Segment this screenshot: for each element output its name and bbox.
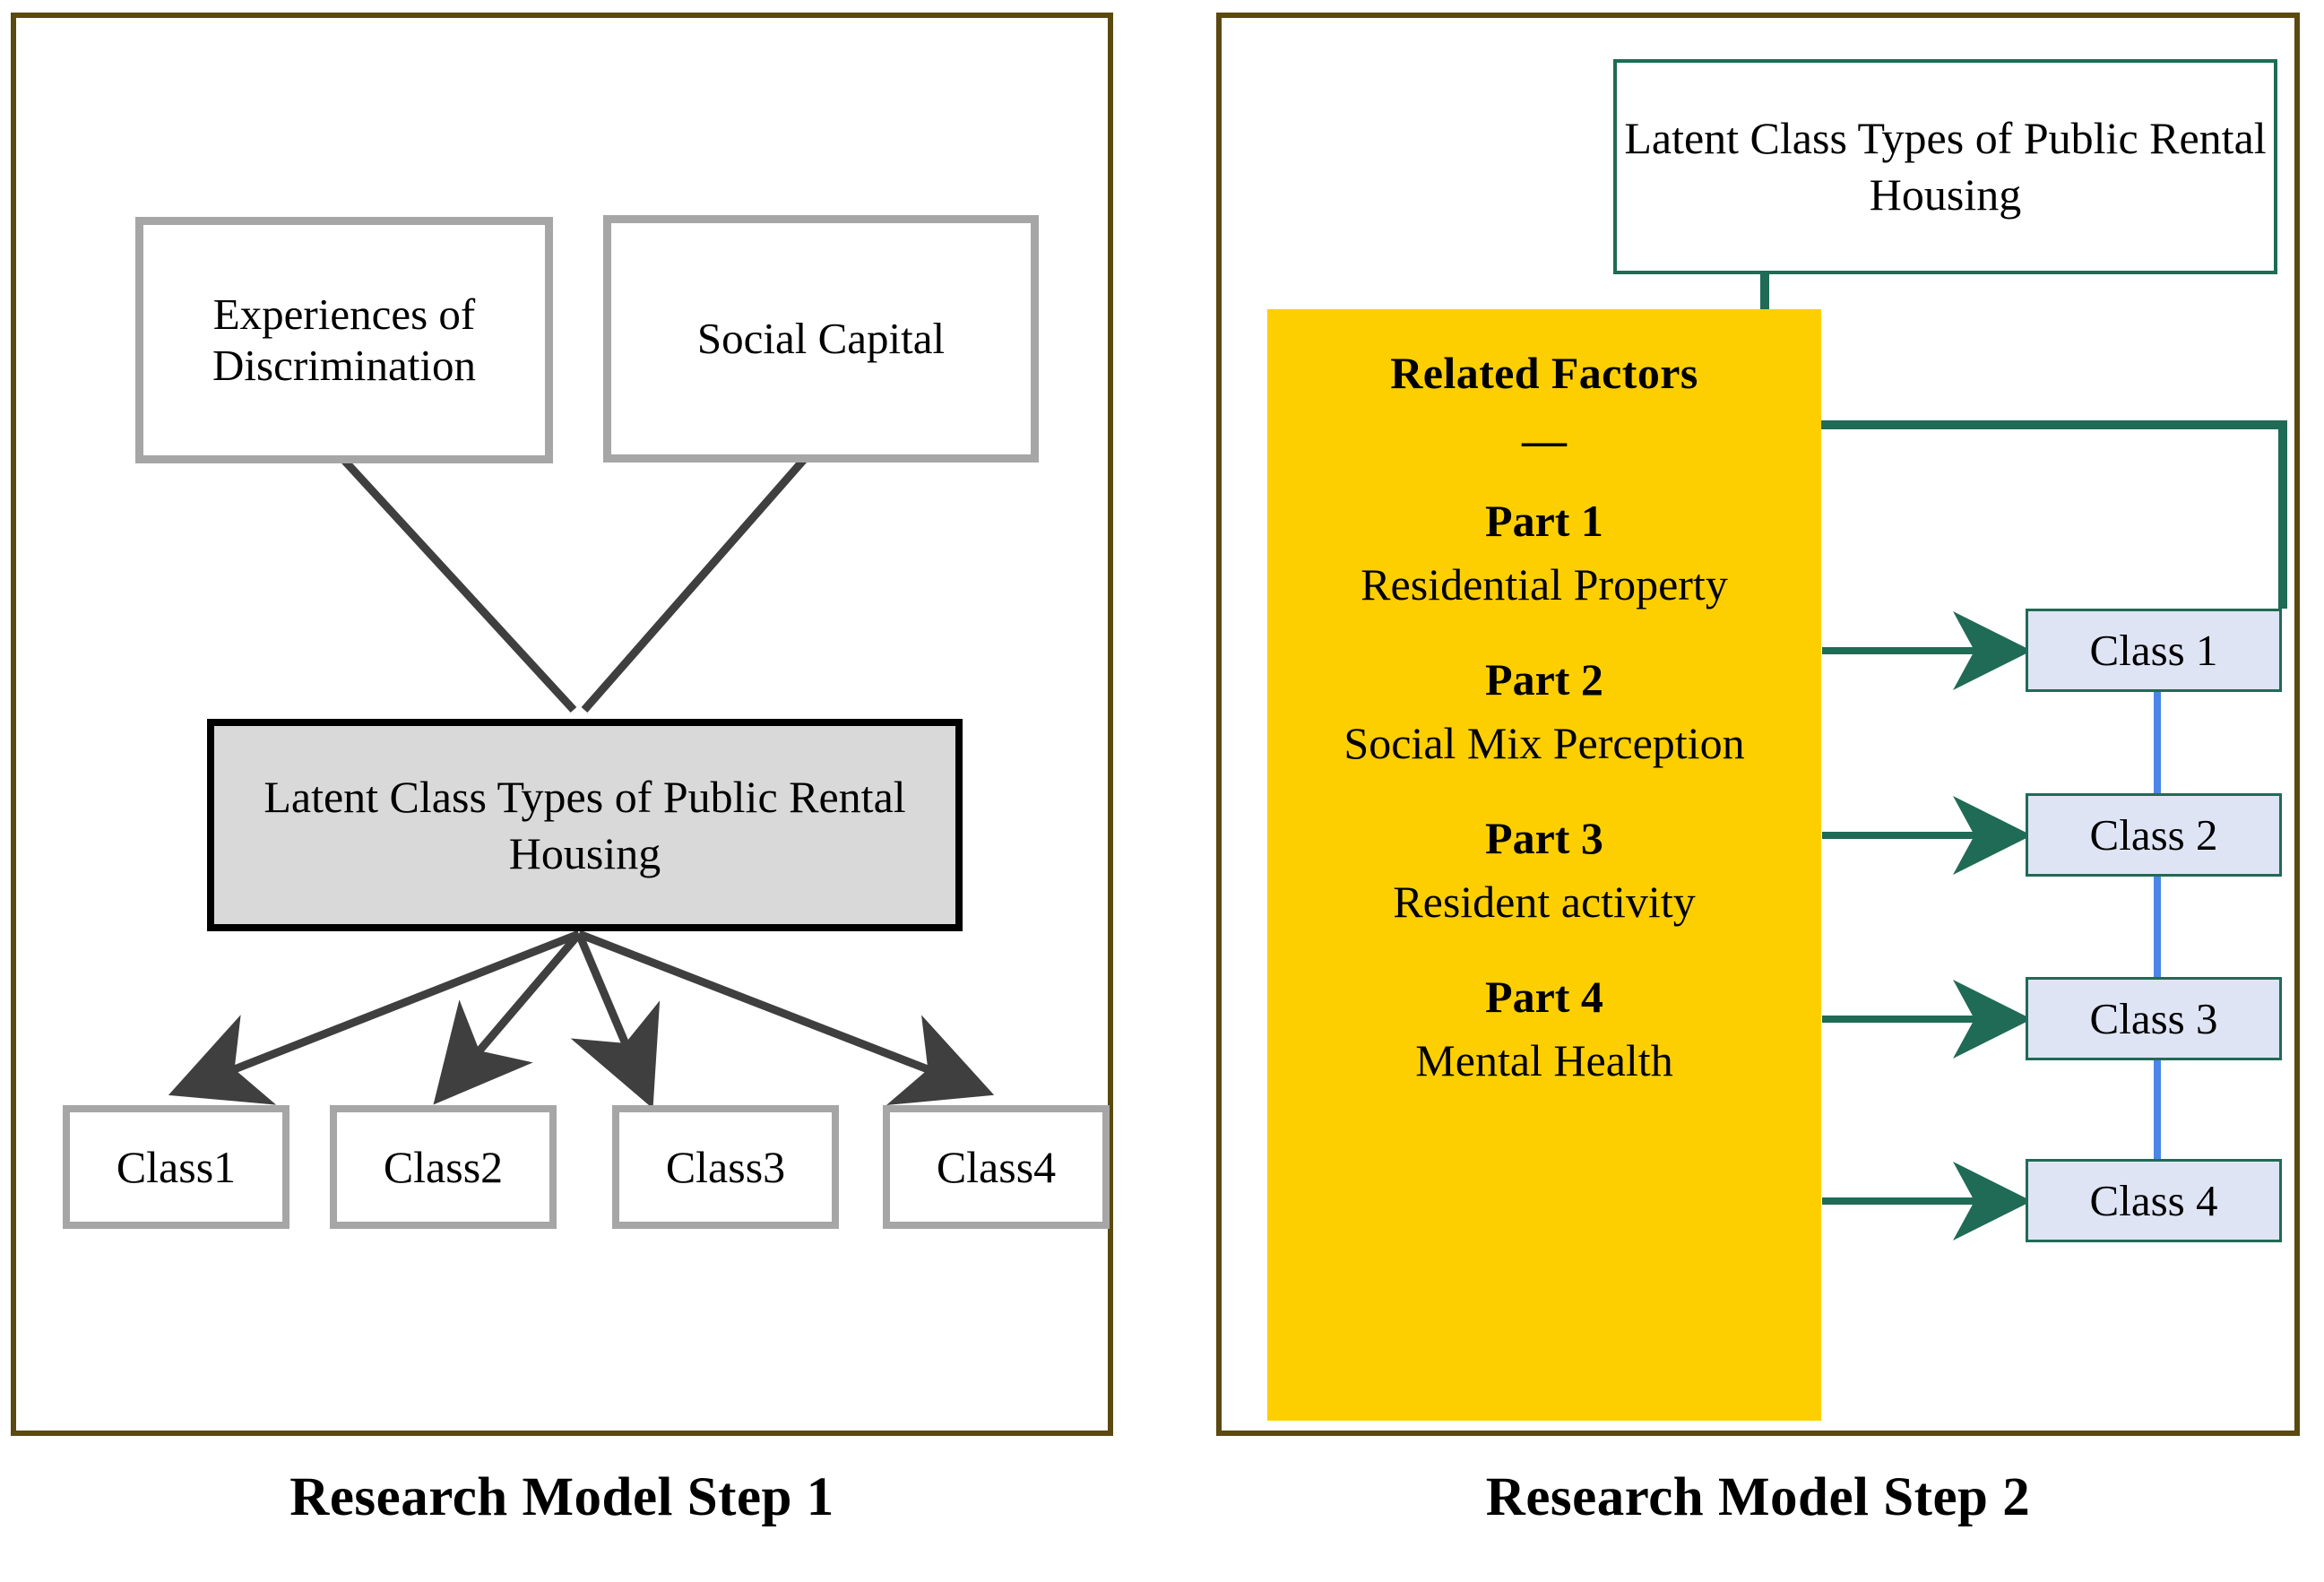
part-4-item: Mental Health <box>1415 1035 1673 1085</box>
part-1-item: Residential Property <box>1361 559 1728 609</box>
caption-step-1: Research Model Step 1 <box>289 1467 834 1527</box>
right-class-box-1: Class 1 <box>2026 609 2282 692</box>
right-class-box-4: Class 4 <box>2026 1159 2282 1242</box>
arrow-latent-to-class4 <box>577 929 995 1106</box>
arrow-latent-to-class2 <box>433 931 583 1105</box>
part-1-label: Part 1 <box>1485 496 1603 546</box>
part-2-item: Social Mix Perception <box>1343 718 1745 768</box>
part-2-label: Part 2 <box>1485 654 1603 705</box>
related-factors-panel: Related Factors — Part 1 Residential Pro… <box>1267 309 1821 1421</box>
arrow-latent-to-class3 <box>570 932 661 1109</box>
related-factors-title: Related Factors <box>1390 348 1698 398</box>
line-discrimination-to-latent <box>335 451 577 713</box>
right-class-box-3: Class 3 <box>2026 977 2282 1060</box>
left-class-box-3: Class3 <box>612 1105 839 1229</box>
research-model-step-1-panel: Experiences of Discrimination Social Cap… <box>11 13 1113 1436</box>
line-social-capital-to-latent <box>581 452 812 713</box>
left-class-box-2: Class2 <box>330 1105 557 1229</box>
left-class-box-4: Class4 <box>883 1105 1110 1229</box>
left-class-box-1: Class1 <box>63 1105 289 1229</box>
box-experiences-of-discrimination: Experiences of Discrimination <box>135 217 553 463</box>
right-class-box-2: Class 2 <box>2026 793 2282 877</box>
caption-step-2: Research Model Step 2 <box>1485 1467 2031 1527</box>
box-social-capital: Social Capital <box>603 215 1039 462</box>
part-3-item: Resident activity <box>1393 877 1696 927</box>
related-factors-dash: — <box>1522 415 1567 465</box>
box-latent-class-types-right: Latent Class Types of Public Rental Hous… <box>1613 59 2277 274</box>
part-3-label: Part 3 <box>1485 813 1603 863</box>
part-4-label: Part 4 <box>1485 972 1603 1022</box>
arrow-latent-to-class1 <box>168 929 581 1105</box>
box-latent-class-types-left: Latent Class Types of Public Rental Hous… <box>207 719 963 931</box>
